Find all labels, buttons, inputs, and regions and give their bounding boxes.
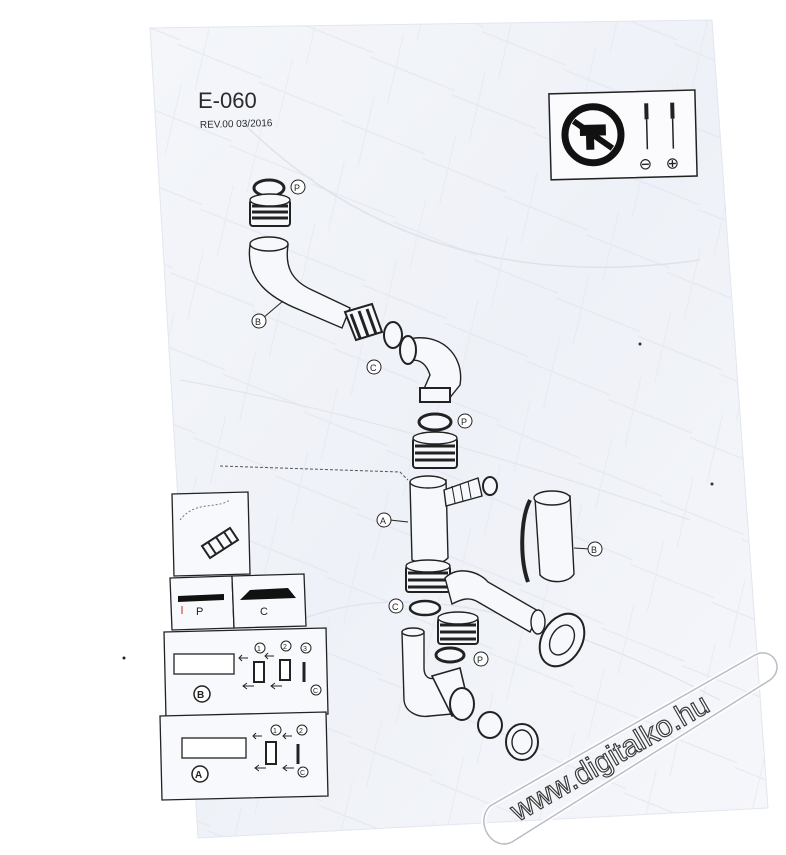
option-a-label: A xyxy=(195,770,202,781)
profile-panels: P C xyxy=(169,573,307,631)
option-b-step-2: 2 xyxy=(283,644,287,651)
no-power-tool-icon xyxy=(561,103,625,167)
screwdriver-cross-icon xyxy=(670,102,675,149)
tube-a: A xyxy=(376,475,498,565)
option-a-step-2: 2 xyxy=(299,728,303,735)
plus-symbol: ⊕ xyxy=(666,155,680,172)
profile-p-icon xyxy=(178,594,224,602)
document-revision: REV.00 03/2016 xyxy=(200,118,273,131)
cone-washer-c-lower xyxy=(408,599,442,617)
seal-ring-lower xyxy=(434,646,466,664)
label-p-mid: P xyxy=(461,417,467,427)
option-a-nut-1 xyxy=(265,741,277,765)
elbow-joint xyxy=(404,337,462,401)
nut-middle xyxy=(343,302,384,342)
option-a-label-c: C xyxy=(300,770,305,777)
profile-label-c: C xyxy=(260,606,268,618)
label-c-lower: C xyxy=(392,602,399,612)
nut-trap xyxy=(437,611,479,645)
label-a: A xyxy=(380,516,386,526)
option-b-label: B xyxy=(197,690,204,701)
upper-pipe-assembly: P B C P xyxy=(248,178,473,469)
warning-panel: ⊖ ⊕ xyxy=(548,89,698,181)
option-a-blank xyxy=(181,737,247,759)
option-b-nut-1 xyxy=(253,661,265,683)
option-b-blank xyxy=(173,653,235,675)
option-a-panel: 1 2 C A xyxy=(159,711,329,801)
bent-outlet-pipe xyxy=(444,570,541,633)
label-c-upper: C xyxy=(370,363,377,373)
nut-lower xyxy=(405,559,451,593)
option-b-label-c: C xyxy=(313,688,318,695)
alternative-pipe-b: B xyxy=(520,490,603,583)
profile-c-icon xyxy=(240,588,296,600)
screwdriver-flat-icon xyxy=(644,103,649,150)
nut-top xyxy=(249,193,291,227)
nut-bottom xyxy=(505,723,539,761)
coupling-detail-icon xyxy=(200,526,240,560)
option-b-step-3: 3 xyxy=(303,646,307,653)
option-b-nut-2 xyxy=(279,659,291,681)
guide-line xyxy=(219,465,409,481)
end-cap xyxy=(477,711,503,739)
option-a-step-1: 1 xyxy=(273,728,277,735)
minus-symbol: ⊖ xyxy=(639,156,653,173)
inset-detail xyxy=(171,491,251,577)
document-header: E-060 REV.00 03/2016 xyxy=(198,88,273,131)
wall-rosette xyxy=(538,612,586,668)
elbow-pipe-b xyxy=(248,244,351,329)
seal-ring-mid xyxy=(417,412,453,432)
label-p-top: P xyxy=(294,183,300,193)
cone-washer-c-upper xyxy=(383,321,403,349)
document-code: E-060 xyxy=(198,88,257,113)
option-b-step-1: 1 xyxy=(257,646,261,653)
lower-pipe-assembly: C P xyxy=(388,559,586,761)
profile-label-p: P xyxy=(196,606,203,618)
label-b-side: B xyxy=(591,545,597,555)
label-p-lower: P xyxy=(477,655,483,665)
option-b-panel: 1 2 3 C B xyxy=(163,627,329,719)
nut-upper-tube xyxy=(412,431,458,469)
label-b-upper: B xyxy=(255,317,261,327)
